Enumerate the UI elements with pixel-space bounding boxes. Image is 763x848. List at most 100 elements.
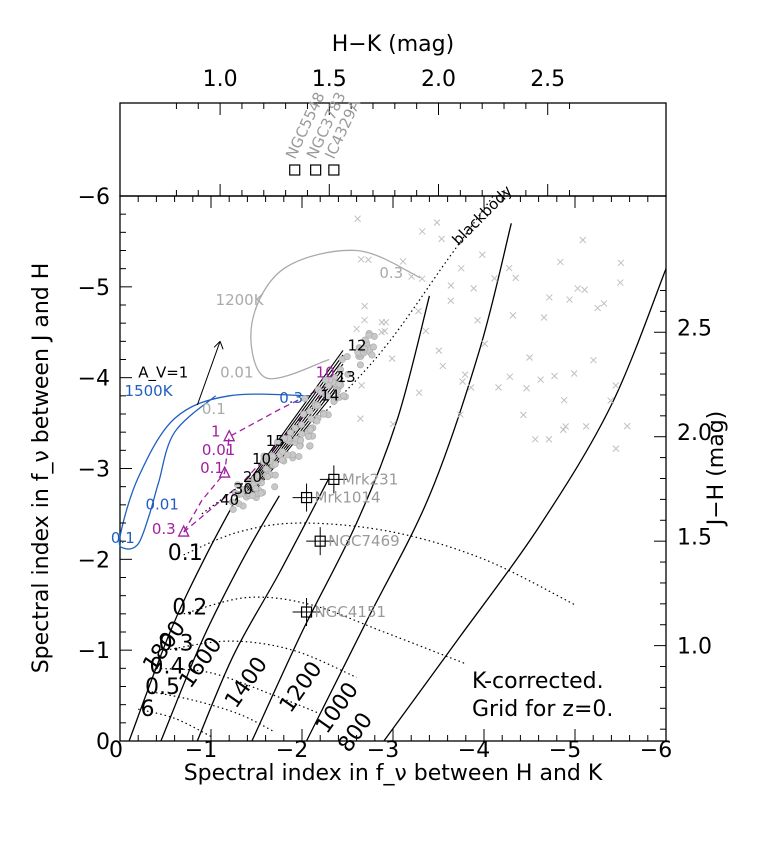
y-tick-label: −6 (78, 185, 110, 210)
scatter-point (252, 485, 260, 493)
blue-dust-label: 1500K (125, 382, 174, 400)
scatter-cross (566, 296, 573, 303)
scatter-point (340, 392, 348, 400)
magenta-triangle (223, 429, 236, 442)
scatter-cross (357, 255, 365, 263)
scatter-cross (418, 228, 426, 235)
scatter-cross (520, 411, 527, 419)
scatter-cross (512, 274, 520, 282)
top-tick-label: 2.5 (530, 67, 565, 92)
scatter-cross (474, 317, 481, 324)
redshift-label: 14 (320, 386, 339, 404)
gray-dust-label: 1200K (216, 291, 265, 309)
x-tick-label: −6 (640, 738, 672, 763)
top-axis-title: H−K (mag) (332, 32, 454, 57)
scatter-cross (361, 302, 368, 310)
scatter-cross (378, 328, 385, 336)
redshift-label: 20 (243, 468, 262, 486)
scatter-point (361, 336, 369, 344)
scatter-point (343, 353, 351, 361)
top-object-marker (328, 164, 340, 176)
y-tick-label: −4 (78, 367, 110, 392)
temperature-curve (196, 477, 330, 742)
right-axis-title: J−H (mag) (704, 411, 729, 528)
scatter-cross (353, 325, 360, 333)
scatter-point (306, 442, 314, 450)
x-tick-label: −1 (185, 738, 217, 763)
scatter-cross (594, 304, 602, 312)
scatter-point (257, 489, 265, 497)
magenta-triangle (218, 465, 231, 478)
scatter-cross (509, 312, 517, 319)
scatter-point (249, 491, 257, 499)
redshift-label: 40 (220, 491, 239, 509)
object-label: Mrk231 (342, 470, 398, 488)
x-tick-label: −3 (367, 738, 399, 763)
scatter-point (301, 395, 309, 403)
av-arrowhead (213, 340, 224, 350)
scatter-cross (551, 372, 558, 380)
annotation-line-1: K-corrected. (472, 669, 604, 694)
scatter-cross (540, 314, 548, 321)
scatter-cross (581, 286, 588, 294)
redshift-label: 15 (266, 432, 285, 450)
blue-dust-tick-label: 0.01 (145, 495, 178, 513)
redshift-label: 10 (252, 450, 271, 468)
scatter-cross (435, 347, 443, 354)
scatter-point (280, 434, 288, 442)
scatter-cross (457, 264, 465, 272)
annotation-line-2: Grid for z=0. (472, 697, 613, 722)
scatter-point (325, 382, 333, 390)
scatter-cross (415, 389, 423, 397)
magenta-label: 0.3 (152, 520, 176, 538)
scatter-cross (433, 219, 441, 226)
scatter-cross (447, 282, 455, 289)
scatter-point (320, 410, 328, 418)
magenta-track (183, 381, 335, 533)
scatter-point (300, 410, 308, 418)
top-panel-frame (119, 102, 667, 197)
fraction-label: 6 (140, 697, 154, 722)
scatter-cross (579, 236, 587, 244)
scatter-cross (388, 355, 396, 363)
object-marker (314, 535, 326, 547)
temperature-curve (305, 223, 512, 742)
scatter-cross (439, 362, 447, 370)
object-label: NGC4151 (315, 603, 387, 621)
scatter-point (369, 343, 377, 351)
fraction-curve (183, 522, 576, 606)
scatter-point (356, 361, 364, 369)
scatter-cross (562, 423, 570, 430)
temperature-label: 1400 (220, 653, 273, 713)
scatter-cross (447, 297, 455, 305)
x-tick-label: −2 (276, 738, 308, 763)
scatter-point (291, 424, 299, 432)
scatter-cross (415, 307, 422, 315)
scatter-cross (408, 273, 415, 280)
scatter-cross (582, 423, 590, 430)
x-axis-title: Spectral index in f_ν between H and K (184, 761, 603, 786)
scatter-cross (557, 258, 564, 266)
temperature-curve (251, 295, 431, 742)
scatter-cross (531, 435, 539, 443)
scatter-point (235, 500, 243, 508)
scatter-cross (574, 285, 582, 292)
right-tick-label: 1.5 (677, 526, 712, 551)
scatter-point (295, 452, 303, 460)
scatter-cross (459, 378, 466, 385)
scatter-point (306, 407, 314, 415)
scatter-point (330, 398, 338, 406)
blue-dust-tick-label: 0.1 (111, 529, 135, 547)
y-tick-label: −1 (78, 639, 110, 664)
scatter-point (232, 489, 240, 497)
scatter-points-layer (228, 164, 631, 627)
scatter-point (234, 481, 242, 489)
scatter-cross (612, 445, 620, 452)
fraction-curve (165, 640, 357, 678)
magenta-label: 10 (316, 364, 335, 382)
scatter-cross (418, 275, 426, 283)
right-tick-label: 2.5 (677, 317, 712, 342)
x-tick-label: 0 (109, 738, 123, 763)
